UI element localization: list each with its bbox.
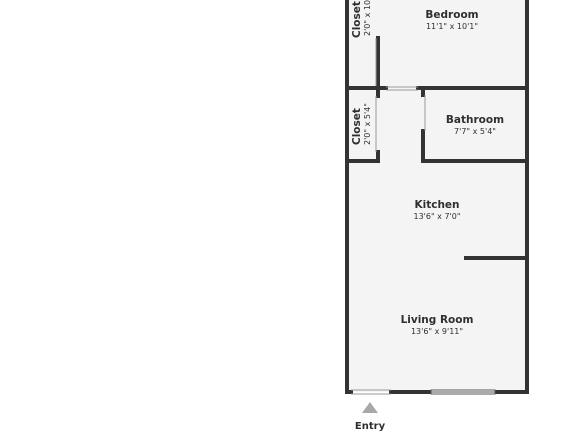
closet-top-name: Closet <box>351 1 363 38</box>
closet-top-dims: 2'0" x 10'1" <box>363 0 372 36</box>
entry-label: Entry <box>355 421 386 432</box>
bathroom-dims: 7'7" x 5'4" <box>454 127 496 136</box>
walls <box>345 0 529 394</box>
window <box>430 389 496 395</box>
kitchen-name: Kitchen <box>414 199 459 211</box>
bedroom-dims: 11'1" x 10'1" <box>426 22 478 31</box>
bathroom-name: Bathroom <box>446 114 504 126</box>
living-room-dims: 13'6" x 9'11" <box>411 327 463 336</box>
closet-top-label: Closet 2'0" x 10'1" <box>351 0 372 38</box>
bedroom-name: Bedroom <box>425 9 478 21</box>
living-room-name: Living Room <box>401 314 474 326</box>
openings <box>351 38 426 395</box>
closet-mid-name: Closet <box>351 108 363 145</box>
kitchen-dims: 13'6" x 7'0" <box>413 212 460 221</box>
closet-mid-dims: 2'0" x 5'4" <box>363 103 372 145</box>
triangle-up-icon <box>362 402 378 413</box>
closet-mid-label: Closet 2'0" x 5'4" <box>351 103 372 145</box>
